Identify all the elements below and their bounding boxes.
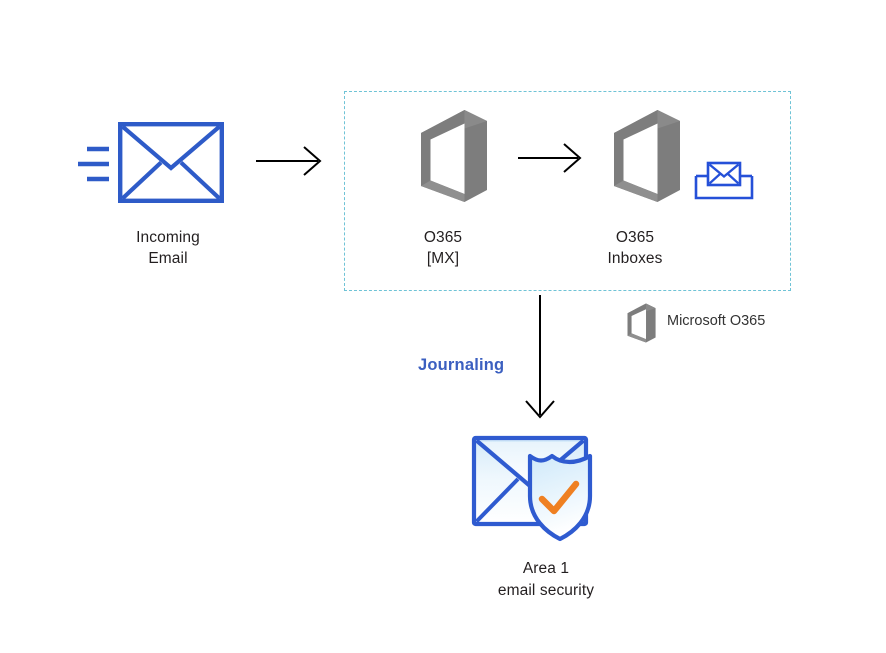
arrow-incoming-to-mx-icon: [256, 146, 322, 176]
speed-lines-icon: [78, 146, 109, 182]
envelope-icon: [118, 122, 224, 203]
arrow-inboxes-to-area1-icon: [525, 295, 555, 419]
envelope-shield-check-icon: [471, 435, 593, 542]
incoming-email-label: Incoming Email: [136, 229, 200, 267]
legend-office365-cube-icon: [627, 303, 656, 343]
o365-inboxes-label: O365 Inboxes: [607, 229, 663, 267]
journaling-label: Journaling: [418, 356, 505, 374]
arrow-mx-to-inboxes-icon: [518, 143, 582, 173]
o365-mx-label: O365 [MX]: [423, 229, 463, 267]
office365-cube-icon: [614, 110, 680, 202]
inbox-envelope-icon: [694, 161, 754, 200]
area1-email-security-label: Area 1 email security: [497, 560, 595, 599]
legend-label: Microsoft O365: [667, 313, 766, 329]
o365-boundary-region: [344, 91, 791, 291]
office365-cube-icon: [421, 110, 487, 202]
